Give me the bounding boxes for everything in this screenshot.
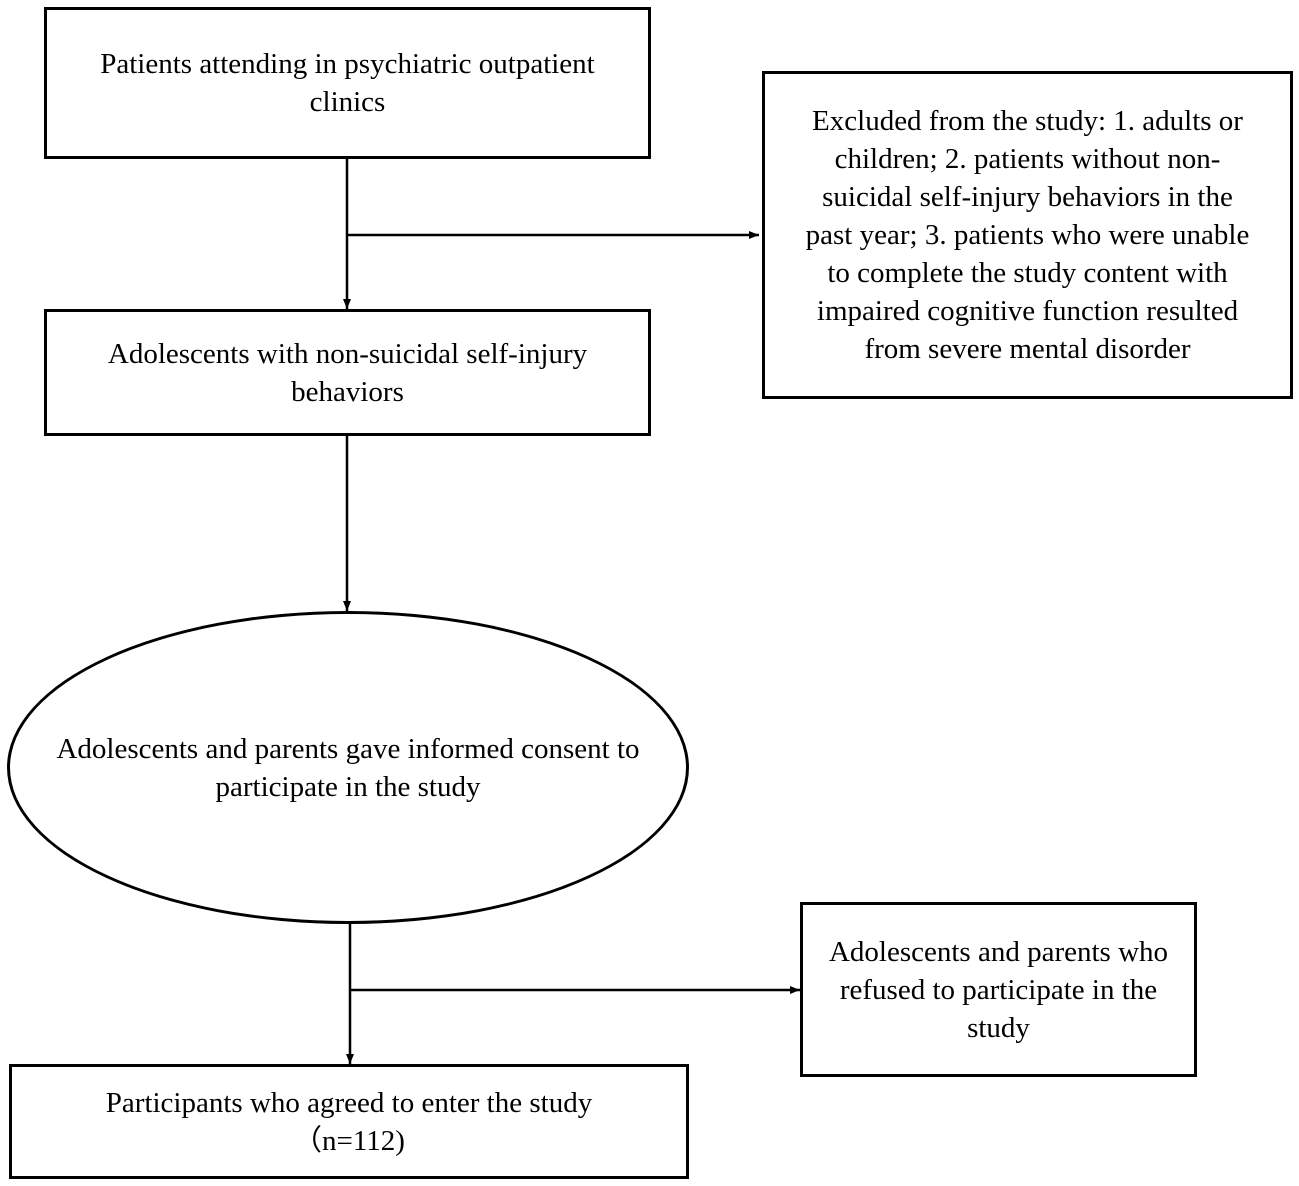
node-adolescents-nssi: Adolescents with non-suicidal self-injur… — [44, 309, 651, 436]
node-excluded-line-6: impaired cognitive function resulted — [816, 295, 1239, 327]
node-participants: Participants who agreed to enter the stu… — [9, 1064, 689, 1179]
node-patients: Patients attending in psychiatric outpat… — [44, 7, 651, 159]
node-participants-line-2: （n=112) — [293, 1124, 405, 1157]
node-excluded-line-3: suicidal self-injury behaviors in the — [822, 181, 1233, 213]
node-consent-line-1: Adolescents and parents gave informed co… — [56, 732, 640, 765]
node-refused-text: Adolescents and parents who refused to p… — [829, 933, 1168, 1047]
node-excluded: Excluded from the study: 1. adults or ch… — [762, 71, 1293, 399]
node-excluded-line-7: from severe mental disorder — [864, 333, 1191, 365]
node-excluded-line-2: children; 2. patients without non- — [834, 143, 1221, 175]
node-refused-line-3: study — [967, 1011, 1030, 1044]
node-consent-text: Adolescents and parents gave informed co… — [56, 730, 639, 806]
node-participants-text: Participants who agreed to enter the stu… — [106, 1084, 592, 1160]
node-patients-text: Patients attending in psychiatric outpat… — [100, 45, 595, 121]
node-refused-line-1: Adolescents and parents who — [828, 935, 1169, 968]
node-consent-line-2: participate in the study — [215, 770, 481, 803]
node-participants-line-1: Participants who agreed to enter the stu… — [105, 1086, 593, 1119]
node-adolescents-nssi-line-1: Adolescents with non-suicidal self-injur… — [107, 337, 588, 370]
node-refused-line-2: refused to participate in the — [839, 973, 1158, 1006]
node-patients-line-2: clinics — [309, 86, 386, 118]
node-patients-line-1: Patients attending in psychiatric outpat… — [100, 48, 595, 80]
node-excluded-line-1: Excluded from the study: 1. adults or — [812, 105, 1243, 137]
node-refused: Adolescents and parents who refused to p… — [800, 902, 1197, 1077]
node-adolescents-nssi-text: Adolescents with non-suicidal self-injur… — [108, 335, 587, 411]
node-excluded-line-4: past year; 3. patients who were unable — [805, 219, 1250, 251]
node-excluded-line-5: to complete the study content with — [827, 257, 1228, 289]
node-adolescents-nssi-line-2: behaviors — [291, 375, 404, 408]
node-excluded-text: Excluded from the study: 1. adults or ch… — [806, 102, 1250, 368]
node-consent: Adolescents and parents gave informed co… — [7, 611, 689, 924]
